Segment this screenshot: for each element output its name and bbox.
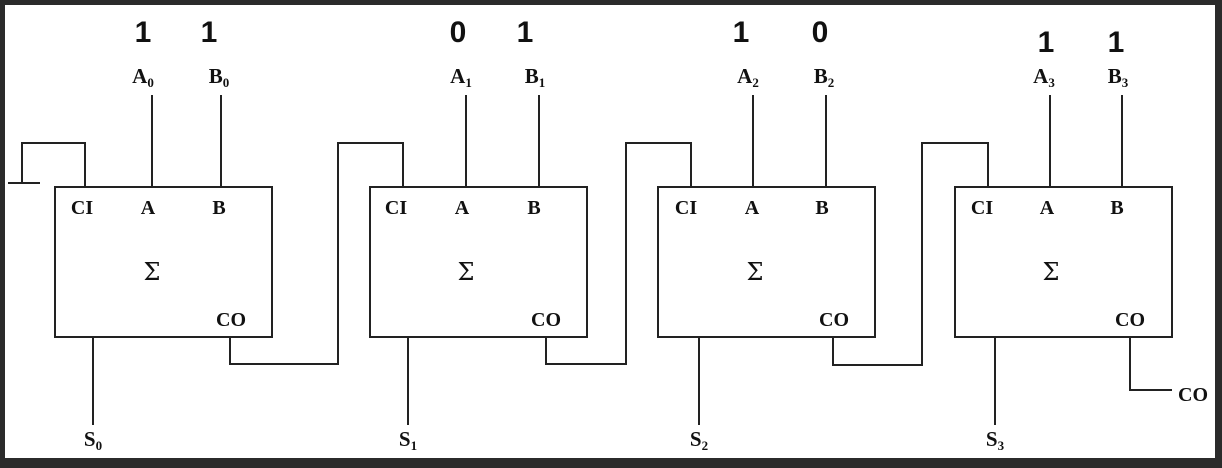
sigma-symbol-1: Σ: [458, 258, 475, 286]
port-ci-2: CI: [675, 197, 697, 219]
sigma-symbol-2: Σ: [747, 258, 764, 286]
input-label-a2: A2: [737, 64, 759, 90]
input-label-b1: B1: [525, 64, 546, 90]
input-label-a1: A1: [450, 64, 472, 90]
input-label-b0: B0: [209, 64, 230, 90]
port-a-0: A: [141, 197, 156, 219]
full-adder-0: 1 1 A0 B0 CI A B Σ CO S0: [54, 16, 273, 453]
carry-out-label: CO: [1178, 384, 1208, 406]
input-label-b2: B2: [814, 64, 835, 90]
output-label-s2: S2: [690, 427, 708, 453]
port-b-0: B: [212, 197, 225, 219]
adder-block-2: [657, 186, 876, 338]
port-co-0: CO: [216, 309, 246, 331]
adder-block-1: [369, 186, 588, 338]
input-label-a3: A3: [1033, 64, 1055, 90]
input-label-b3: B3: [1108, 64, 1129, 90]
input-bit-a2: 1: [733, 16, 750, 49]
port-co-1: CO: [531, 309, 561, 331]
carry-wire-2-3: [832, 142, 989, 366]
adder-block-0: [54, 186, 273, 338]
port-b-2: B: [815, 197, 828, 219]
input-bit-b0: 1: [201, 16, 218, 49]
input-bit-a1: 0: [450, 16, 467, 49]
port-b-3: B: [1110, 197, 1123, 219]
output-label-s1: S1: [399, 427, 417, 453]
input-bit-b2: 0: [812, 16, 829, 49]
port-ci-1: CI: [385, 197, 407, 219]
output-label-s0: S0: [84, 427, 102, 453]
port-a-2: A: [745, 197, 760, 219]
adder-block-3: [954, 186, 1173, 338]
output-label-s3: S3: [986, 427, 1005, 453]
full-adder-1: 0 1 A1 B1 CI A B Σ CO S1: [369, 16, 588, 453]
input-bit-b1: 1: [517, 16, 534, 49]
full-adder-3: 1 1 A3 B3 CI A B Σ CO S3: [954, 26, 1173, 453]
full-adder-2: 1 0 A2 B2 CI A B Σ CO S2: [657, 16, 876, 453]
input-bit-b3: 1: [1108, 26, 1125, 59]
port-co-3: CO: [1115, 309, 1145, 331]
carry-wire-0-1: [229, 142, 404, 365]
port-ci-3: CI: [971, 197, 993, 219]
port-a-1: A: [455, 197, 470, 219]
port-co-2: CO: [819, 309, 849, 331]
carry-wire-1-2: [545, 142, 692, 365]
port-ci-0: CI: [71, 197, 93, 219]
input-bit-a3: 1: [1038, 26, 1055, 59]
input-label-a0: A0: [132, 64, 154, 90]
port-a-3: A: [1040, 197, 1055, 219]
sigma-symbol-3: Σ: [1043, 258, 1060, 286]
ground-wire: [21, 142, 86, 187]
carry-out-wire: [1129, 337, 1172, 391]
input-bit-a0: 1: [135, 16, 152, 49]
port-b-1: B: [527, 197, 540, 219]
sigma-symbol-0: Σ: [144, 258, 161, 286]
